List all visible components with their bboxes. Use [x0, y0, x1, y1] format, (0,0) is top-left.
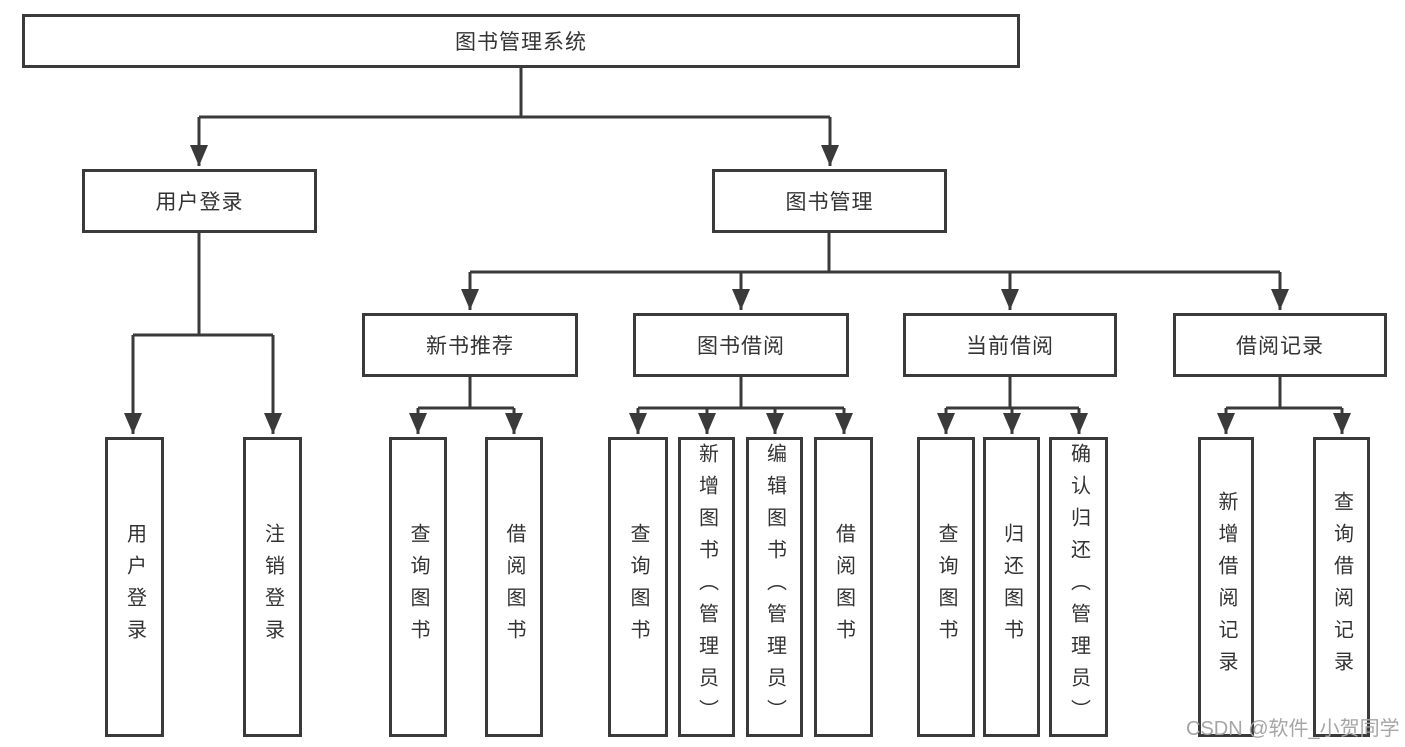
node-label: 查询图书	[407, 523, 429, 651]
node-borrowing-records: 借阅记录	[1173, 313, 1387, 377]
leaf-query-books-3: 查询图书	[917, 437, 975, 737]
node-label: 新增借阅记录	[1215, 491, 1237, 683]
node-label: 编辑图书（管理员）	[763, 443, 786, 731]
leaf-query-books-2: 查询图书	[608, 437, 668, 737]
node-label: 归还图书	[1000, 523, 1023, 651]
node-label: 图书借阅	[697, 335, 785, 358]
leaf-logout: 注销登录	[243, 437, 302, 737]
leaf-borrow-books-2: 借阅图书	[814, 437, 873, 737]
node-label: 新书推荐	[426, 335, 514, 358]
node-label: 借阅记录	[1236, 335, 1324, 358]
leaf-query-borrow-record: 查询借阅记录	[1313, 437, 1370, 737]
node-new-book-recommendation: 新书推荐	[362, 313, 578, 377]
node-label: 借阅图书	[503, 523, 525, 651]
node-label: 借阅图书	[832, 523, 855, 651]
leaf-user-login: 用户登录	[105, 437, 164, 737]
node-label: 查询借阅记录	[1330, 491, 1353, 683]
node-label: 确认归还（管理员）	[1067, 443, 1090, 731]
node-book-management: 图书管理	[712, 169, 947, 233]
csdn-watermark: CSDN @软件_小贺同学	[1186, 718, 1400, 740]
node-library-management-system: 图书管理系统	[22, 14, 1020, 68]
node-label: 查询图书	[627, 523, 649, 651]
node-label: 当前借阅	[966, 335, 1054, 358]
node-label: 注销登录	[261, 523, 284, 651]
node-user-login: 用户登录	[82, 169, 317, 233]
node-label: 查询图书	[935, 523, 957, 651]
leaf-edit-books-admin: 编辑图书（管理员）	[746, 437, 803, 737]
leaf-add-borrow-record: 新增借阅记录	[1198, 437, 1254, 737]
node-label: 用户登录	[123, 523, 146, 651]
leaf-query-books: 查询图书	[389, 437, 447, 737]
node-current-borrowing: 当前借阅	[903, 313, 1117, 377]
node-book-borrowing: 图书借阅	[633, 313, 849, 377]
leaf-add-books-admin: 新增图书（管理员）	[678, 437, 735, 737]
leaf-borrow-books: 借阅图书	[485, 437, 543, 737]
leaf-confirm-return-admin: 确认归还（管理员）	[1049, 437, 1108, 737]
node-label: 图书管理	[785, 191, 874, 214]
node-label: 新增图书（管理员）	[695, 443, 718, 731]
leaf-return-books: 归还图书	[983, 437, 1040, 737]
node-label: 图书管理系统	[455, 31, 587, 54]
node-label: 用户登录	[155, 191, 244, 214]
